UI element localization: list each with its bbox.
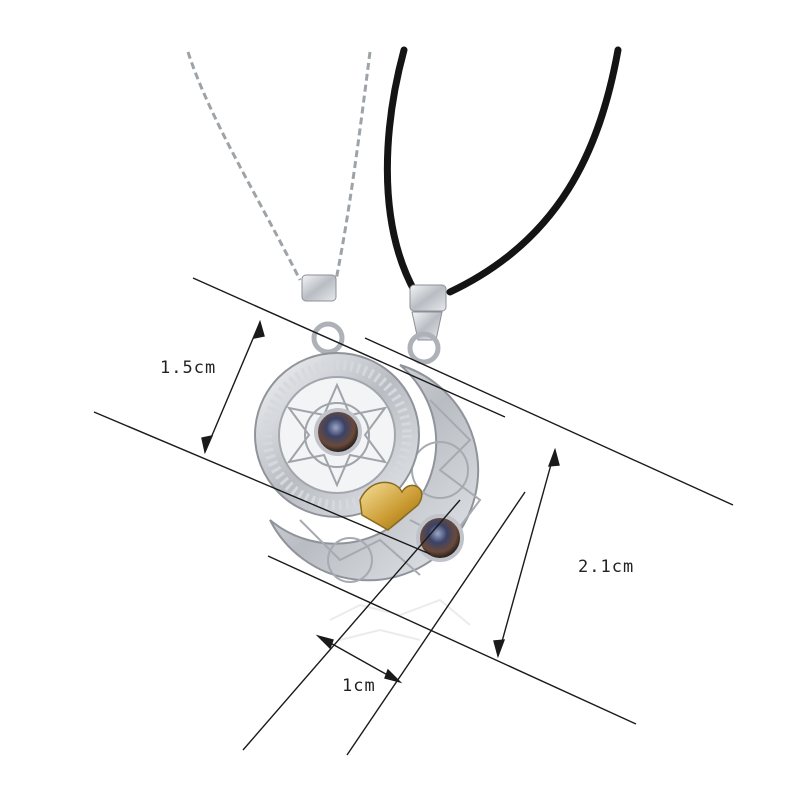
moon-stone — [416, 514, 464, 562]
left-bail — [301, 274, 345, 355]
height-large-label: 2.1cm — [578, 557, 635, 577]
silver-chain — [186, 51, 372, 281]
reflection — [329, 598, 471, 641]
height-small-label: 1.5cm — [160, 358, 217, 378]
gold-heart — [359, 481, 423, 531]
dimension-lines — [93, 277, 734, 756]
sun-stone — [314, 408, 362, 456]
right-bail — [407, 284, 447, 365]
dimension-arrows — [201, 319, 560, 684]
black-cord — [383, 46, 622, 296]
width-label: 1cm — [342, 676, 376, 696]
